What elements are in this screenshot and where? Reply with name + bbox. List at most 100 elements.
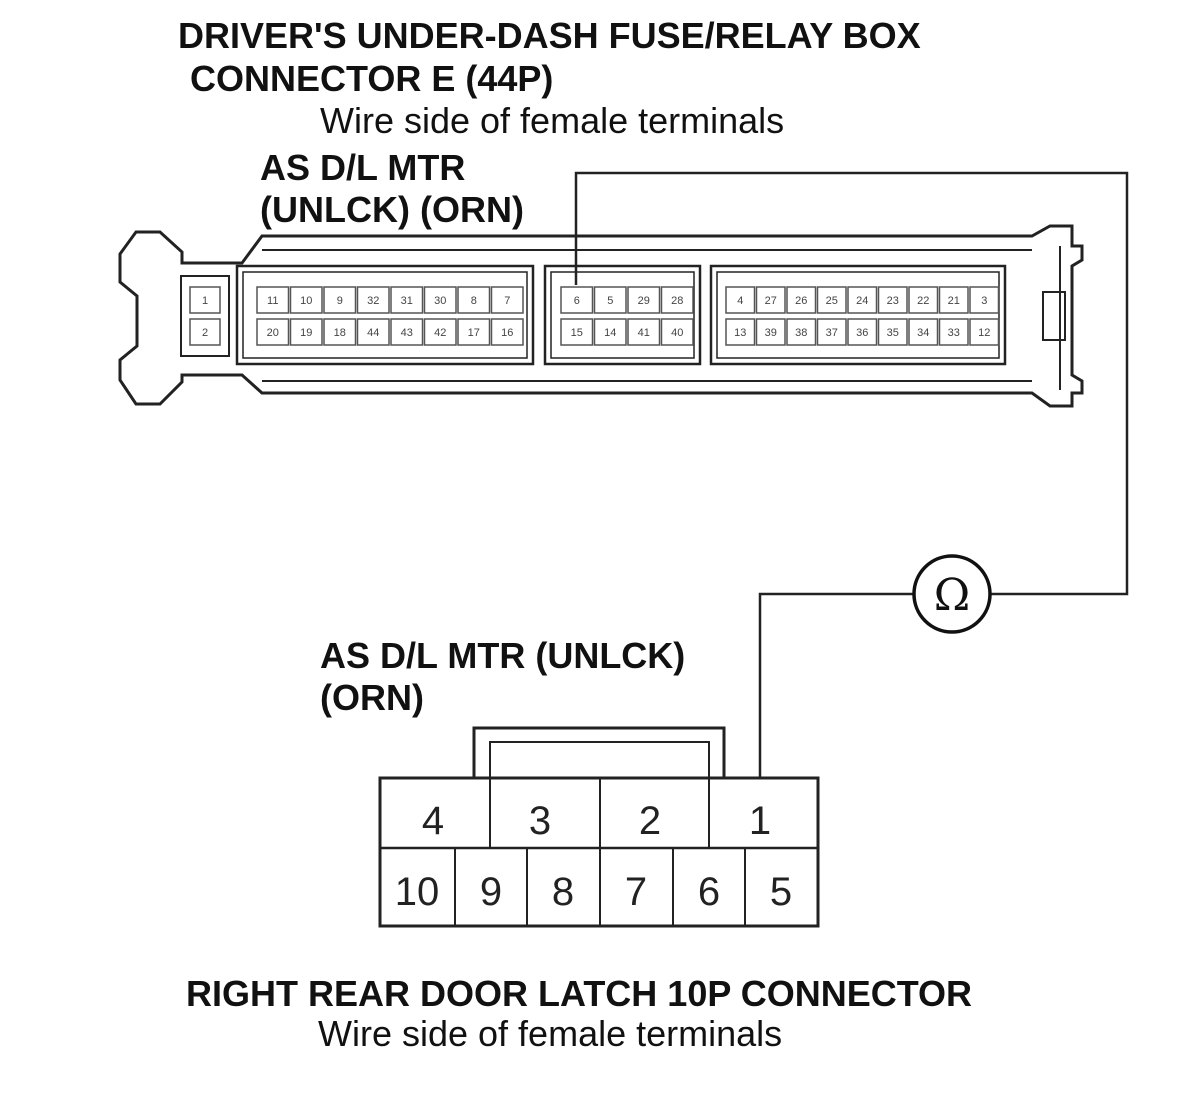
pin-label: 33 xyxy=(948,327,960,339)
connector-10p-housing xyxy=(378,726,820,928)
top-wire-label-line2: (UNLCK) (ORN) xyxy=(260,189,524,230)
pin-label: 8 xyxy=(471,295,477,307)
pin-label: 37 xyxy=(826,327,838,339)
pin-cell-13: 13 xyxy=(725,318,756,346)
pin-label-3: 3 xyxy=(529,799,551,843)
pin-label: 19 xyxy=(300,327,312,339)
pin-label-2: 2 xyxy=(639,799,661,843)
pin-cell-6: 6 xyxy=(560,286,594,314)
pin-cell-26: 26 xyxy=(786,286,817,314)
pin-label: 36 xyxy=(856,327,868,339)
pin-cell-33: 33 xyxy=(938,318,969,346)
pin-cell-31: 31 xyxy=(390,286,424,314)
pin-cell-5: 5 xyxy=(593,286,627,314)
pin-label: 25 xyxy=(826,295,838,307)
pin-cell-38: 38 xyxy=(786,318,817,346)
pin-cell-11: 11 xyxy=(256,286,290,314)
ohm-symbol: Ω xyxy=(934,570,970,621)
pin-label: 23 xyxy=(887,295,899,307)
bottom-wire-label-line2: (ORN) xyxy=(320,677,424,718)
pin-cell-43: 43 xyxy=(390,318,424,346)
pin-label: 26 xyxy=(795,295,807,307)
pin-cell-4: 4 xyxy=(725,286,756,314)
pin-cell-1: 1 xyxy=(189,286,221,314)
top-connector-title-line1: DRIVER'S UNDER-DASH FUSE/RELAY BOX xyxy=(178,15,921,56)
bottom-connector-title: RIGHT REAR DOOR LATCH 10P CONNECTOR xyxy=(186,973,973,1014)
pin-cell-39: 39 xyxy=(755,318,786,346)
pin-label-1: 1 xyxy=(749,799,771,843)
pin-label: 44 xyxy=(367,327,379,339)
pin-label: 38 xyxy=(795,327,807,339)
pin-label-6: 6 xyxy=(698,870,720,914)
pin-label: 1 xyxy=(202,295,208,307)
pin-cell-22: 22 xyxy=(908,286,939,314)
pin-cell-7: 7 xyxy=(490,286,524,314)
pin-label: 43 xyxy=(401,327,413,339)
pin-label: 30 xyxy=(434,295,446,307)
pin-label: 21 xyxy=(948,295,960,307)
pin-label: 34 xyxy=(917,327,929,339)
pin-label: 39 xyxy=(765,327,777,339)
probe-wire-top xyxy=(574,171,1129,596)
bottom-connector-subtitle: Wire side of female terminals xyxy=(318,1013,783,1054)
pin-cell-41: 41 xyxy=(627,318,661,346)
pin-label-8: 8 xyxy=(552,870,574,914)
pin-label: 20 xyxy=(267,327,279,339)
bottom-wire-label-line1: AS D/L MTR (UNLCK) xyxy=(320,635,686,676)
ohmmeter-icon: Ω xyxy=(912,554,992,634)
pin-cell-2: 2 xyxy=(189,318,221,346)
pin-cell-44: 44 xyxy=(356,318,390,346)
pin-cell-40: 40 xyxy=(660,318,694,346)
pin-label: 16 xyxy=(501,327,513,339)
pin-label: 15 xyxy=(571,327,583,339)
pin-cell-30: 30 xyxy=(423,286,457,314)
pin-cell-24: 24 xyxy=(847,286,878,314)
pin-cell-8: 8 xyxy=(457,286,491,314)
pin-label-10: 10 xyxy=(395,870,440,914)
pin-label: 11 xyxy=(267,295,278,307)
pin-label: 42 xyxy=(434,327,446,339)
top-connector-subtitle: Wire side of female terminals xyxy=(320,100,785,141)
pin-label: 14 xyxy=(604,327,616,339)
pin-label: 4 xyxy=(737,295,743,307)
pin-cell-37: 37 xyxy=(816,318,847,346)
pin-label: 24 xyxy=(856,295,868,307)
pin-label: 13 xyxy=(734,327,746,339)
pin-cell-27: 27 xyxy=(755,286,786,314)
pin-label: 32 xyxy=(367,295,379,307)
pin-label: 9 xyxy=(337,295,343,307)
pin-label: 12 xyxy=(978,327,990,339)
pin-label: 29 xyxy=(638,295,650,307)
pin-label: 28 xyxy=(671,295,683,307)
pin-cell-14: 14 xyxy=(593,318,627,346)
pin-cell-21: 21 xyxy=(938,286,969,314)
pin-cell-35: 35 xyxy=(877,318,908,346)
pin-label: 31 xyxy=(401,295,413,307)
pin-label: 10 xyxy=(300,295,312,307)
connector-44p-housing xyxy=(118,224,1084,408)
pin-cell-15: 15 xyxy=(560,318,594,346)
pin-cell-28: 28 xyxy=(660,286,694,314)
pin-label: 17 xyxy=(468,327,480,339)
pin-label: 40 xyxy=(671,327,683,339)
pin-cell-16: 16 xyxy=(490,318,524,346)
pin-label: 2 xyxy=(202,327,208,339)
top-connector-title-line2: CONNECTOR E (44P) xyxy=(190,58,554,99)
pin-cell-29: 29 xyxy=(627,286,661,314)
pin-label-4: 4 xyxy=(422,799,444,843)
pin-label: 41 xyxy=(638,327,650,339)
pin-label: 35 xyxy=(887,327,899,339)
pin-cell-12: 12 xyxy=(969,318,1000,346)
pin-label-9: 9 xyxy=(480,870,502,914)
pin-label-5: 5 xyxy=(770,870,792,914)
top-wire-label-line1: AS D/L MTR xyxy=(260,147,466,188)
pin-label: 22 xyxy=(917,295,929,307)
pin-cell-3: 3 xyxy=(969,286,1000,314)
pin-cell-10: 10 xyxy=(289,286,323,314)
pin-cell-32: 32 xyxy=(356,286,390,314)
pin-label: 27 xyxy=(765,295,777,307)
pin-cell-18: 18 xyxy=(323,318,357,346)
